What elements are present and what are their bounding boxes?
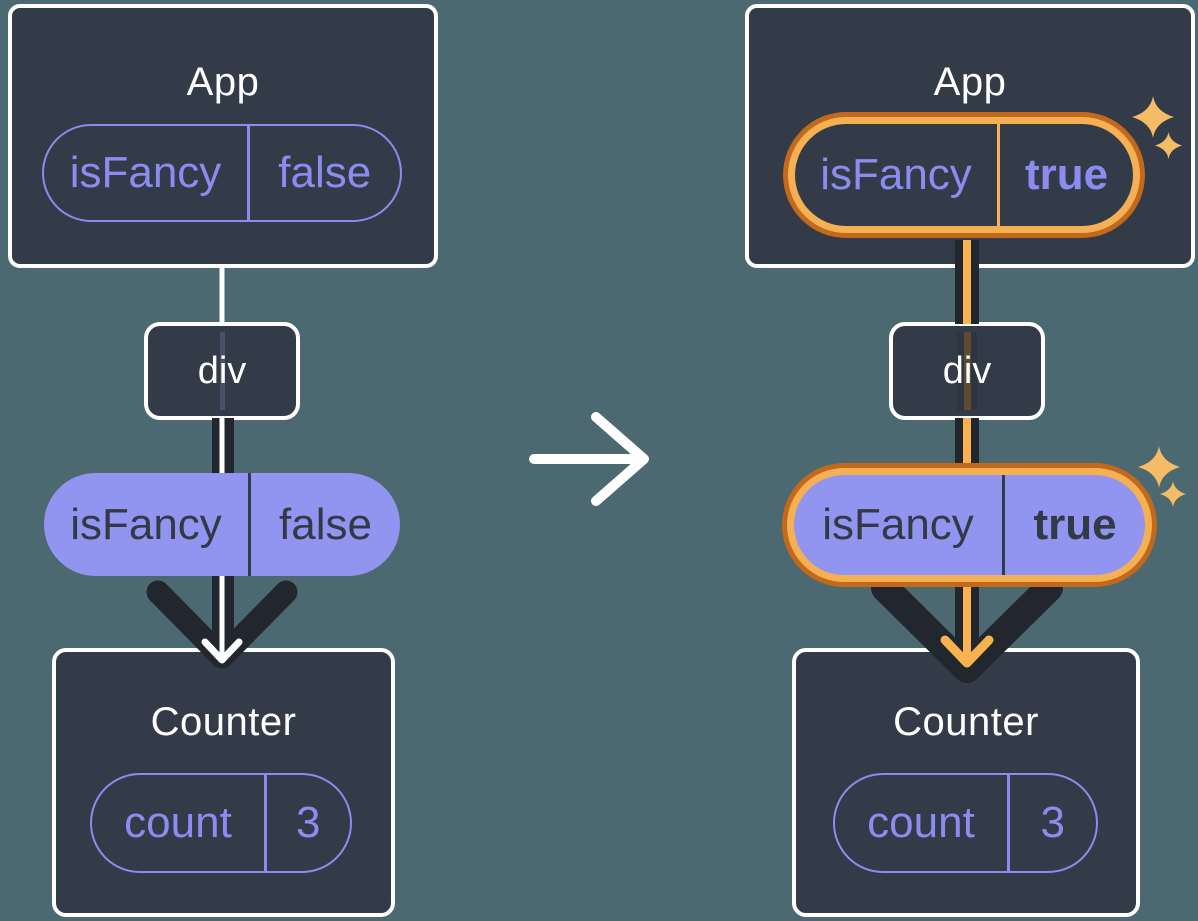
pill-divider [1002, 475, 1005, 575]
prop-value: false [279, 499, 372, 549]
sparkles-icon [1155, 132, 1182, 159]
arrow-down-icon [871, 574, 1063, 683]
counter-state-pill: count 3 [833, 773, 1098, 873]
prop-name: isFancy [820, 150, 972, 199]
prop-value: true [1024, 150, 1109, 199]
sparkles-icon [1160, 481, 1186, 507]
app-prop-pill-highlighted: isFancy true [783, 112, 1145, 238]
counter-title: Counter [893, 700, 1039, 744]
app-prop-pill: isFancy false [42, 124, 402, 222]
sparkles-icon [1132, 96, 1174, 138]
state-name: count [867, 798, 975, 847]
prop-name: isFancy [822, 500, 974, 549]
counter-state-pill: count 3 [90, 773, 352, 873]
pill-divider [248, 473, 251, 576]
arrow-right-icon [529, 412, 649, 506]
state-name: count [124, 798, 232, 847]
arrow-down-icon [940, 635, 994, 668]
pass-through-line [957, 332, 977, 410]
prop-name: isFancy [69, 148, 222, 197]
pill-divider [1007, 775, 1010, 871]
app-title: App [186, 60, 260, 104]
arrow-down-icon [201, 638, 243, 664]
pill-divider [247, 126, 250, 220]
highlight-ring: isFancy true [788, 117, 1140, 233]
div-label: div [942, 349, 992, 392]
pill-divider [997, 124, 1000, 226]
pill-divider [264, 775, 267, 871]
passed-prop-pill-highlighted: isFancy true [782, 463, 1157, 587]
highlight-ring: isFancy true [787, 468, 1152, 582]
prop-value: false [278, 148, 372, 197]
prop-value: true [1033, 500, 1117, 549]
counter-title: Counter [150, 700, 297, 744]
pass-through-line [219, 332, 225, 410]
app-title: App [933, 60, 1007, 104]
div-label: div [197, 349, 247, 392]
sparkles-icon [1138, 446, 1180, 488]
prop-name: isFancy [70, 499, 222, 549]
state-value: 3 [1040, 798, 1065, 847]
passed-prop-pill: isFancy false [44, 473, 400, 576]
state-value: 3 [296, 798, 321, 847]
